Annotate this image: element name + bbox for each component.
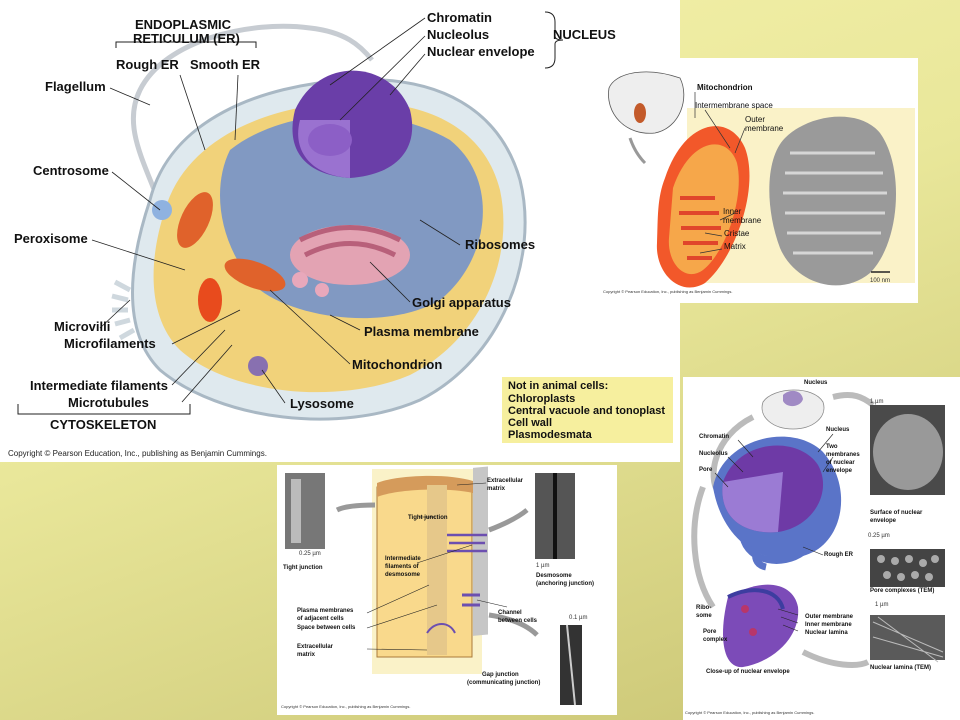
label-inner-1: Inner bbox=[723, 207, 742, 216]
mito-copyright: Copyright © Pearson Education, Inc., pub… bbox=[603, 289, 733, 294]
label-desmosome-2: (anchoring junction) bbox=[536, 581, 594, 587]
not-in-animal-item-1: Chloroplasts bbox=[508, 393, 576, 405]
label-closeup: Close-up of nuclear envelope bbox=[706, 669, 790, 675]
nuclear-envelope-panel: Nucleus 1 µm Chromatin Nucleolus Pore Nu… bbox=[683, 377, 960, 720]
not-in-animal-item-2: Central vacuole and tonoplast bbox=[508, 405, 666, 417]
label-intermediate-filaments: Intermediate filaments bbox=[30, 378, 168, 393]
label-surface-1: Surface of nuclear bbox=[870, 510, 923, 516]
label-tight-junction-micrograph: Tight junction bbox=[283, 565, 323, 571]
label-np-inner-membrane: Inner membrane bbox=[805, 622, 852, 628]
label-plasma-membrane: Plasma membrane bbox=[364, 324, 479, 339]
label-nucleolus: Nucleolus bbox=[427, 27, 490, 42]
label-inner-2: membrane bbox=[723, 216, 762, 225]
nucleus-copyright: Copyright © Pearson Education, Inc., pub… bbox=[685, 710, 815, 715]
label-desmosome-1: Desmosome bbox=[536, 573, 572, 579]
label-np-rough-er: Rough ER bbox=[824, 552, 853, 558]
label-flagellum: Flagellum bbox=[45, 79, 106, 94]
label-np-chromatin: Chromatin bbox=[699, 434, 729, 440]
label-cytoskeleton: CYTOSKELETON bbox=[50, 417, 157, 432]
label-peroxisome: Peroxisome bbox=[14, 231, 88, 246]
label-channel-2: between cells bbox=[498, 618, 538, 624]
label-channel-1: Channel bbox=[498, 610, 522, 616]
nucleus-inset-label: Nucleus bbox=[804, 380, 828, 386]
desmo-scale: 1 µm bbox=[536, 563, 550, 569]
label-ecm-2: matrix bbox=[297, 652, 316, 658]
cell-junctions-panel: 0.25 µm Tight junction Tight junction Ex… bbox=[277, 465, 617, 715]
label-cristae: Cristae bbox=[724, 229, 750, 238]
scale-1um-bottom: 1 µm bbox=[875, 602, 889, 608]
label-np-pore: Pore bbox=[699, 467, 713, 473]
not-in-animal-cells-box: Not in animal cells: Chloroplasts Centra… bbox=[502, 377, 673, 443]
label-nuclear-lamina: Nuclear lamina bbox=[805, 630, 848, 636]
label-smooth-er: Smooth ER bbox=[190, 57, 261, 72]
tight-scale: 0.25 µm bbox=[299, 551, 321, 557]
label-intermediate-2: filaments of bbox=[385, 564, 419, 570]
mito-title: Mitochondrion bbox=[697, 83, 753, 92]
label-ecm-1: Extracellular bbox=[297, 644, 334, 650]
label-pore-complexes: Pore complexes (TEM) bbox=[870, 588, 935, 594]
label-golgi-apparatus: Golgi apparatus bbox=[412, 295, 511, 310]
label-rough-er: Rough ER bbox=[116, 57, 179, 72]
label-np-two-2: membranes bbox=[826, 452, 860, 458]
label-pore-complex-2: complex bbox=[703, 637, 728, 643]
label-tight-junction: Tight junction bbox=[408, 515, 448, 521]
label-extracellular-2: matrix bbox=[487, 486, 506, 492]
not-in-animal-item-4: Plasmodesmata bbox=[508, 429, 592, 441]
er-title-line-1: ENDOPLASMIC bbox=[135, 17, 232, 32]
not-in-animal-item-3: Cell wall bbox=[508, 417, 553, 429]
not-in-animal-title: Not in animal cells: bbox=[508, 380, 609, 392]
label-mitochondrion: Mitochondrion bbox=[352, 357, 443, 372]
label-np-two-4: envelope bbox=[826, 468, 853, 474]
label-plasma-1: Plasma membranes bbox=[297, 608, 354, 614]
nuclear-envelope-illustration bbox=[691, 389, 945, 668]
junctions-illustration bbox=[285, 466, 582, 706]
label-np-two-3: of nuclear bbox=[826, 460, 855, 466]
junctions-copyright: Copyright © Pearson Education, Inc., pub… bbox=[281, 704, 411, 709]
label-ribosome-2: some bbox=[696, 613, 712, 619]
label-microfilaments: Microfilaments bbox=[64, 336, 156, 351]
label-ribosome-1: Ribo- bbox=[696, 605, 712, 611]
label-matrix: Matrix bbox=[724, 242, 746, 251]
animal-cell-illustration bbox=[17, 11, 564, 421]
label-np-nucleolus: Nucleolus bbox=[699, 451, 728, 457]
gap-scale: 0.1 µm bbox=[569, 615, 588, 621]
label-chromatin: Chromatin bbox=[427, 10, 492, 25]
label-surface-2: envelope bbox=[870, 518, 897, 524]
label-outer-1: Outer bbox=[745, 115, 766, 124]
label-space-between-cells: Space between cells bbox=[297, 625, 356, 631]
scale-025um: 0.25 µm bbox=[868, 533, 890, 539]
label-nucleus: NUCLEUS bbox=[553, 27, 616, 42]
mitochondrion-panel: Mitochondrion Intermembrane space Outer … bbox=[595, 58, 918, 303]
label-lamina-tem: Nuclear lamina (TEM) bbox=[870, 665, 932, 671]
copyright-cell: Copyright © Pearson Education, Inc., pub… bbox=[8, 449, 267, 458]
scale-1um-top: 1 µm bbox=[870, 399, 884, 405]
label-pore-complex-1: Pore bbox=[703, 629, 717, 635]
label-gap-1: Gap junction bbox=[482, 672, 519, 678]
label-np-nucleus: Nucleus bbox=[826, 427, 850, 433]
label-intermembrane-space: Intermembrane space bbox=[695, 101, 773, 110]
label-plasma-2: of adjacent cells bbox=[297, 616, 344, 622]
label-microvilli: Microvilli bbox=[54, 319, 111, 334]
label-intermediate-1: Intermediate bbox=[385, 556, 421, 562]
label-ribosomes: Ribosomes bbox=[465, 237, 536, 252]
label-extracellular-1: Extracellular bbox=[487, 478, 524, 484]
label-outer-2: membrane bbox=[745, 124, 784, 133]
label-np-outer-membrane: Outer membrane bbox=[805, 614, 854, 620]
label-intermediate-3: desmosome bbox=[385, 572, 421, 578]
mitochondrion-illustration bbox=[608, 71, 897, 288]
label-np-two-1: Two bbox=[826, 444, 838, 450]
label-centrosome: Centrosome bbox=[33, 163, 109, 178]
label-gap-2: (communicating junction) bbox=[467, 680, 541, 686]
animal-cell-panel: ENDOPLASMIC RETICULUM (ER) Rough ER Smoo… bbox=[0, 0, 680, 462]
label-nuclear-envelope: Nuclear envelope bbox=[427, 44, 535, 59]
label-lysosome: Lysosome bbox=[290, 396, 354, 411]
mito-scale: 100 nm bbox=[870, 278, 891, 284]
er-title-line-2: RETICULUM (ER) bbox=[133, 31, 240, 46]
label-microtubules: Microtubules bbox=[68, 395, 149, 410]
